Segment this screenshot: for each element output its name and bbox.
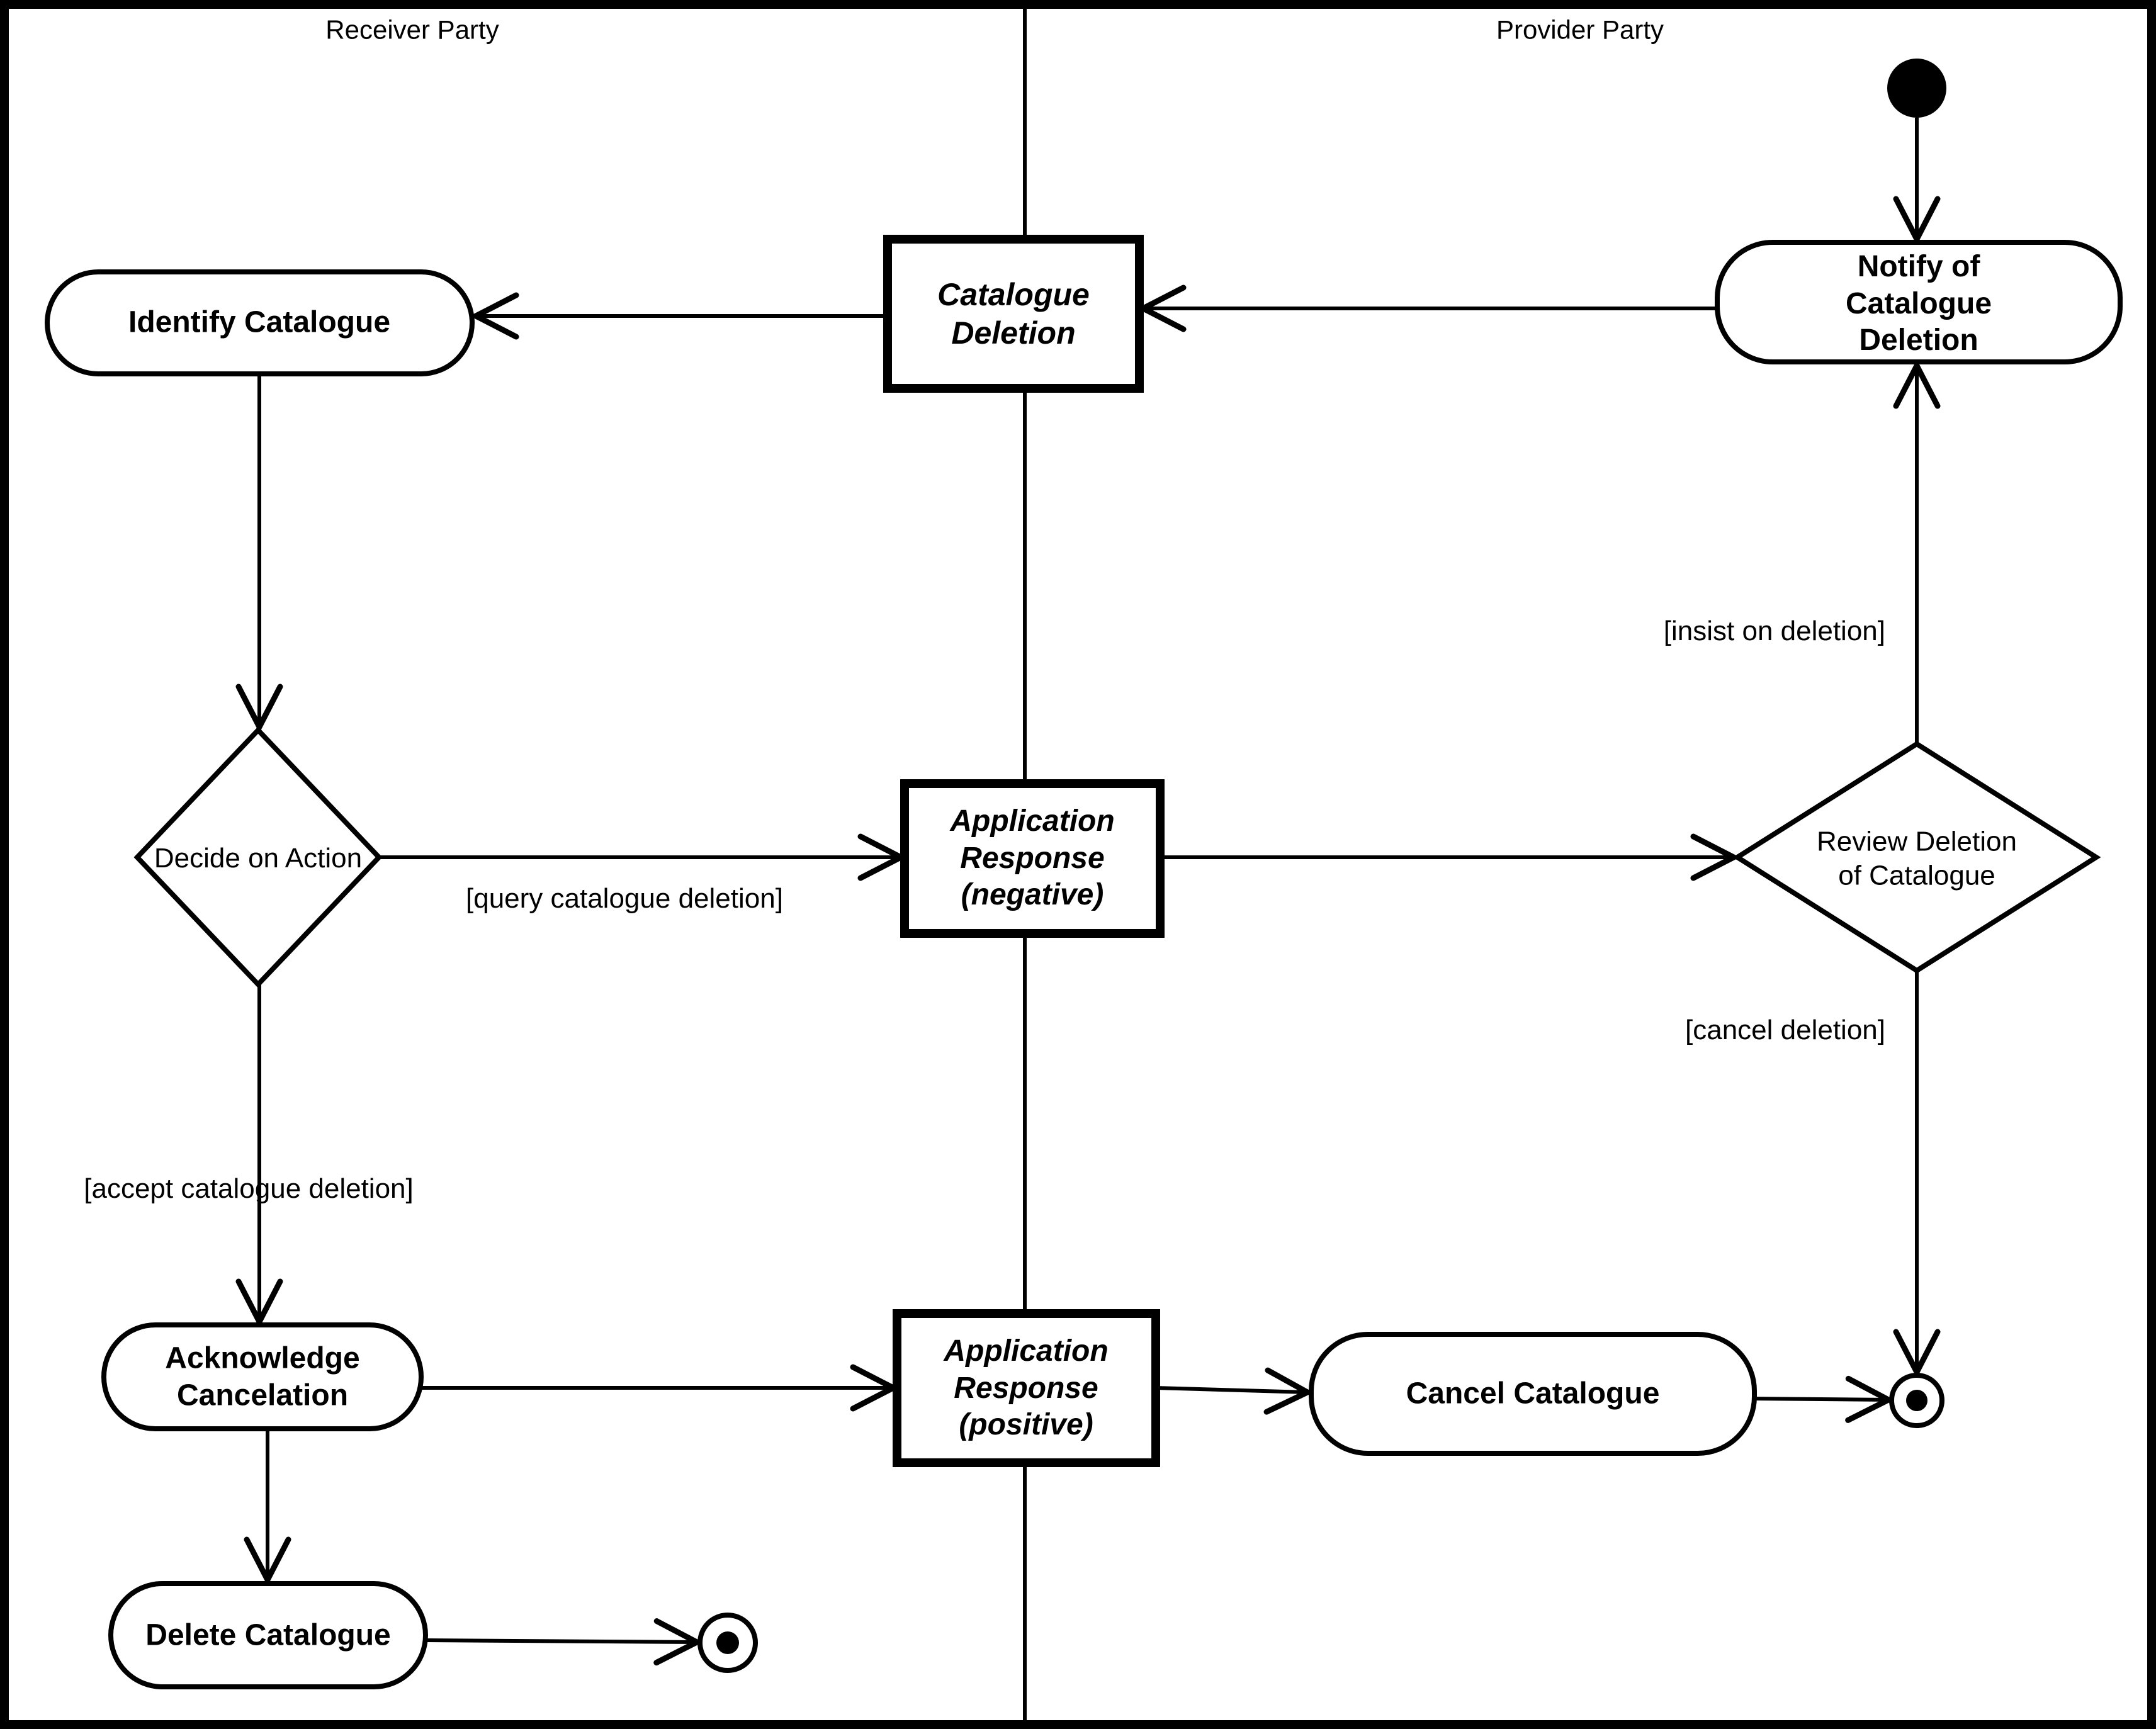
identify-catalogue-label: Identify Catalogue	[128, 305, 391, 339]
notify-of-catalogue-deletion-shape	[1715, 240, 2123, 364]
lane-title-receiver: Receiver Party	[325, 14, 499, 45]
delete-catalogue-shape	[108, 1581, 428, 1689]
catalogue-deletion-object-label: Catalogue Deletion	[937, 277, 1090, 351]
edges	[259, 118, 1917, 1642]
identify-catalogue-shape	[45, 269, 475, 376]
decide-on-action-label: Decide on Action	[154, 843, 363, 874]
final-node-provider	[1889, 1373, 1944, 1428]
application-response-positive-label: Application Response (positive)	[944, 1334, 1109, 1442]
notify-of-catalogue-deletion-label: Notify of Catalogue Deletion	[1845, 250, 1992, 358]
application-response-negative-shape	[900, 779, 1165, 938]
edge-cancel-to-final	[1754, 1399, 1888, 1400]
guard-query-catalogue-deletion: [query catalogue deletion]	[466, 883, 783, 915]
lane-title-provider: Provider Party	[1496, 14, 1664, 45]
cancel-catalogue-label: Cancel Catalogue	[1406, 1377, 1660, 1411]
guard-accept-catalogue-deletion: [accept catalogue deletion]	[84, 1173, 414, 1205]
catalogue-deletion-object-shape	[883, 235, 1144, 393]
acknowledge-cancelation-shape	[101, 1322, 424, 1431]
cancel-catalogue-shape	[1309, 1332, 1757, 1456]
application-response-negative-label: Application Response (negative)	[950, 804, 1115, 912]
initial-node	[1887, 59, 1946, 118]
delete-catalogue-label: Delete Catalogue	[145, 1618, 391, 1652]
decide-on-action-diamond	[133, 726, 383, 988]
guard-insist-on-deletion: [insist on deletion]	[1663, 616, 1885, 647]
review-deletion-diamond	[1732, 741, 2101, 974]
application-response-positive-shape	[893, 1309, 1160, 1467]
acknowledge-cancelation-label: Acknowledge Cancelation	[165, 1341, 360, 1412]
edge-delete-to-final	[425, 1640, 697, 1642]
edge-response-positive-to-cancel	[1155, 1388, 1307, 1392]
review-deletion-label: Review Deletion of Catalogue	[1817, 826, 2017, 891]
final-node-receiver	[697, 1613, 758, 1673]
guard-cancel-deletion: [cancel deletion]	[1685, 1015, 1885, 1046]
